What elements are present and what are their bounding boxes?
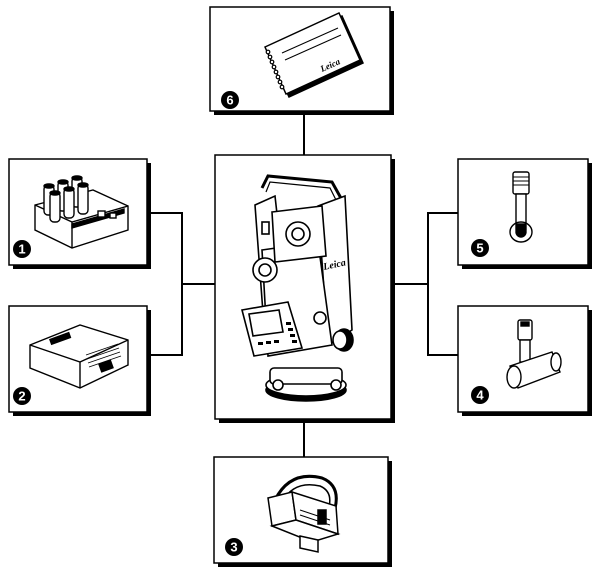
svg-text:1: 1 [18, 242, 25, 257]
badge-3 [225, 538, 243, 556]
battery-pack-icon [29, 324, 129, 389]
badge-6 [221, 91, 239, 109]
badge-5 [471, 239, 489, 257]
accessory-box-4: 4 [457, 305, 592, 416]
eyepiece-telescope-icon [509, 171, 533, 243]
svg-text:4: 4 [476, 388, 484, 403]
connector-lines [149, 114, 460, 458]
badge-4 [471, 386, 489, 404]
badge-1 [13, 240, 31, 258]
total-station-instrument-icon: Leica [241, 174, 354, 402]
battery-adapter-with-cells-icon [34, 175, 129, 249]
svg-text:3: 3 [230, 540, 237, 555]
badge-2 [13, 387, 31, 405]
accessory-box-5: 5 [457, 158, 592, 269]
diagonal-eyepiece-t-icon [506, 319, 562, 389]
user-manual-book-icon: Leica [264, 12, 364, 98]
accessory-box-1: 1 [8, 158, 151, 269]
accessory-box-6: Leica 6 [209, 6, 394, 115]
instrument-brand-mark: Leica [321, 257, 347, 273]
svg-text:5: 5 [476, 241, 483, 256]
svg-text:2: 2 [18, 389, 25, 404]
diagonal-eyepiece-clamp-icon [267, 474, 341, 553]
accessory-box-2: 2 [8, 305, 151, 416]
center-instrument-box: Leica [214, 154, 395, 423]
svg-text:6: 6 [226, 93, 233, 108]
accessory-box-3: 3 [213, 456, 392, 567]
